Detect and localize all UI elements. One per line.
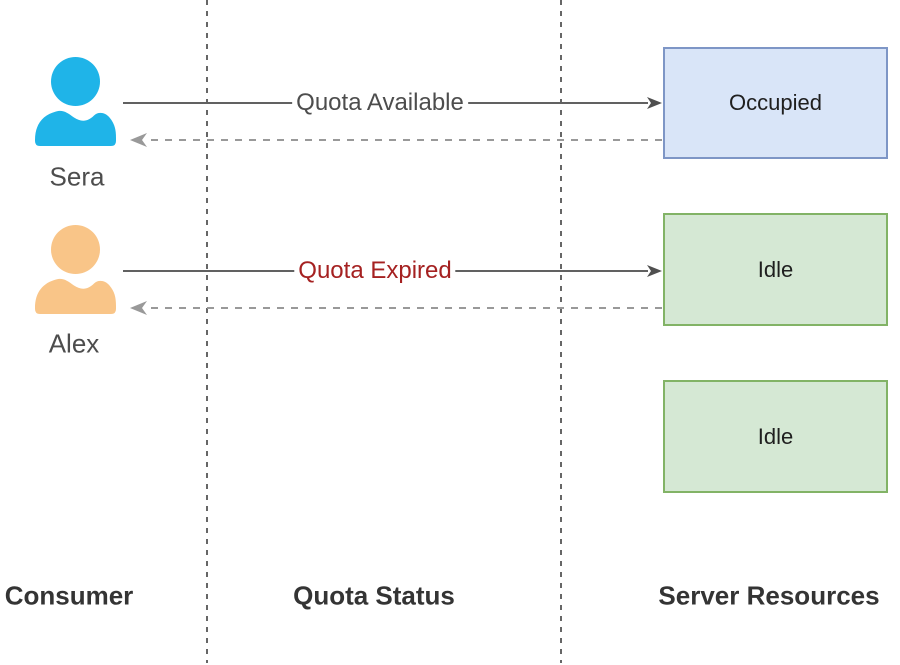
user-icon-sera — [35, 57, 116, 146]
server-box-occupied: Occupied — [663, 47, 888, 159]
actor-name-sera: Sera — [49, 161, 105, 192]
column-header-quota-status: Quota Status — [293, 580, 455, 611]
server-box-label: Idle — [757, 256, 794, 282]
server-box-label: Occupied — [729, 90, 822, 115]
message-label-quota-available: Quota Available — [292, 89, 468, 117]
column-header-server-resources: Server Resources — [658, 580, 880, 611]
actor-name-alex: Alex — [48, 328, 100, 359]
server-box-idle-2: Idle — [663, 380, 888, 493]
message-label-quota-expired: Quota Expired — [294, 257, 456, 285]
user-icon-alex — [35, 225, 116, 314]
server-box-label: Idle — [757, 423, 794, 449]
server-box-idle-1: Idle — [663, 213, 888, 326]
column-header-consumer: Consumer — [4, 580, 134, 611]
